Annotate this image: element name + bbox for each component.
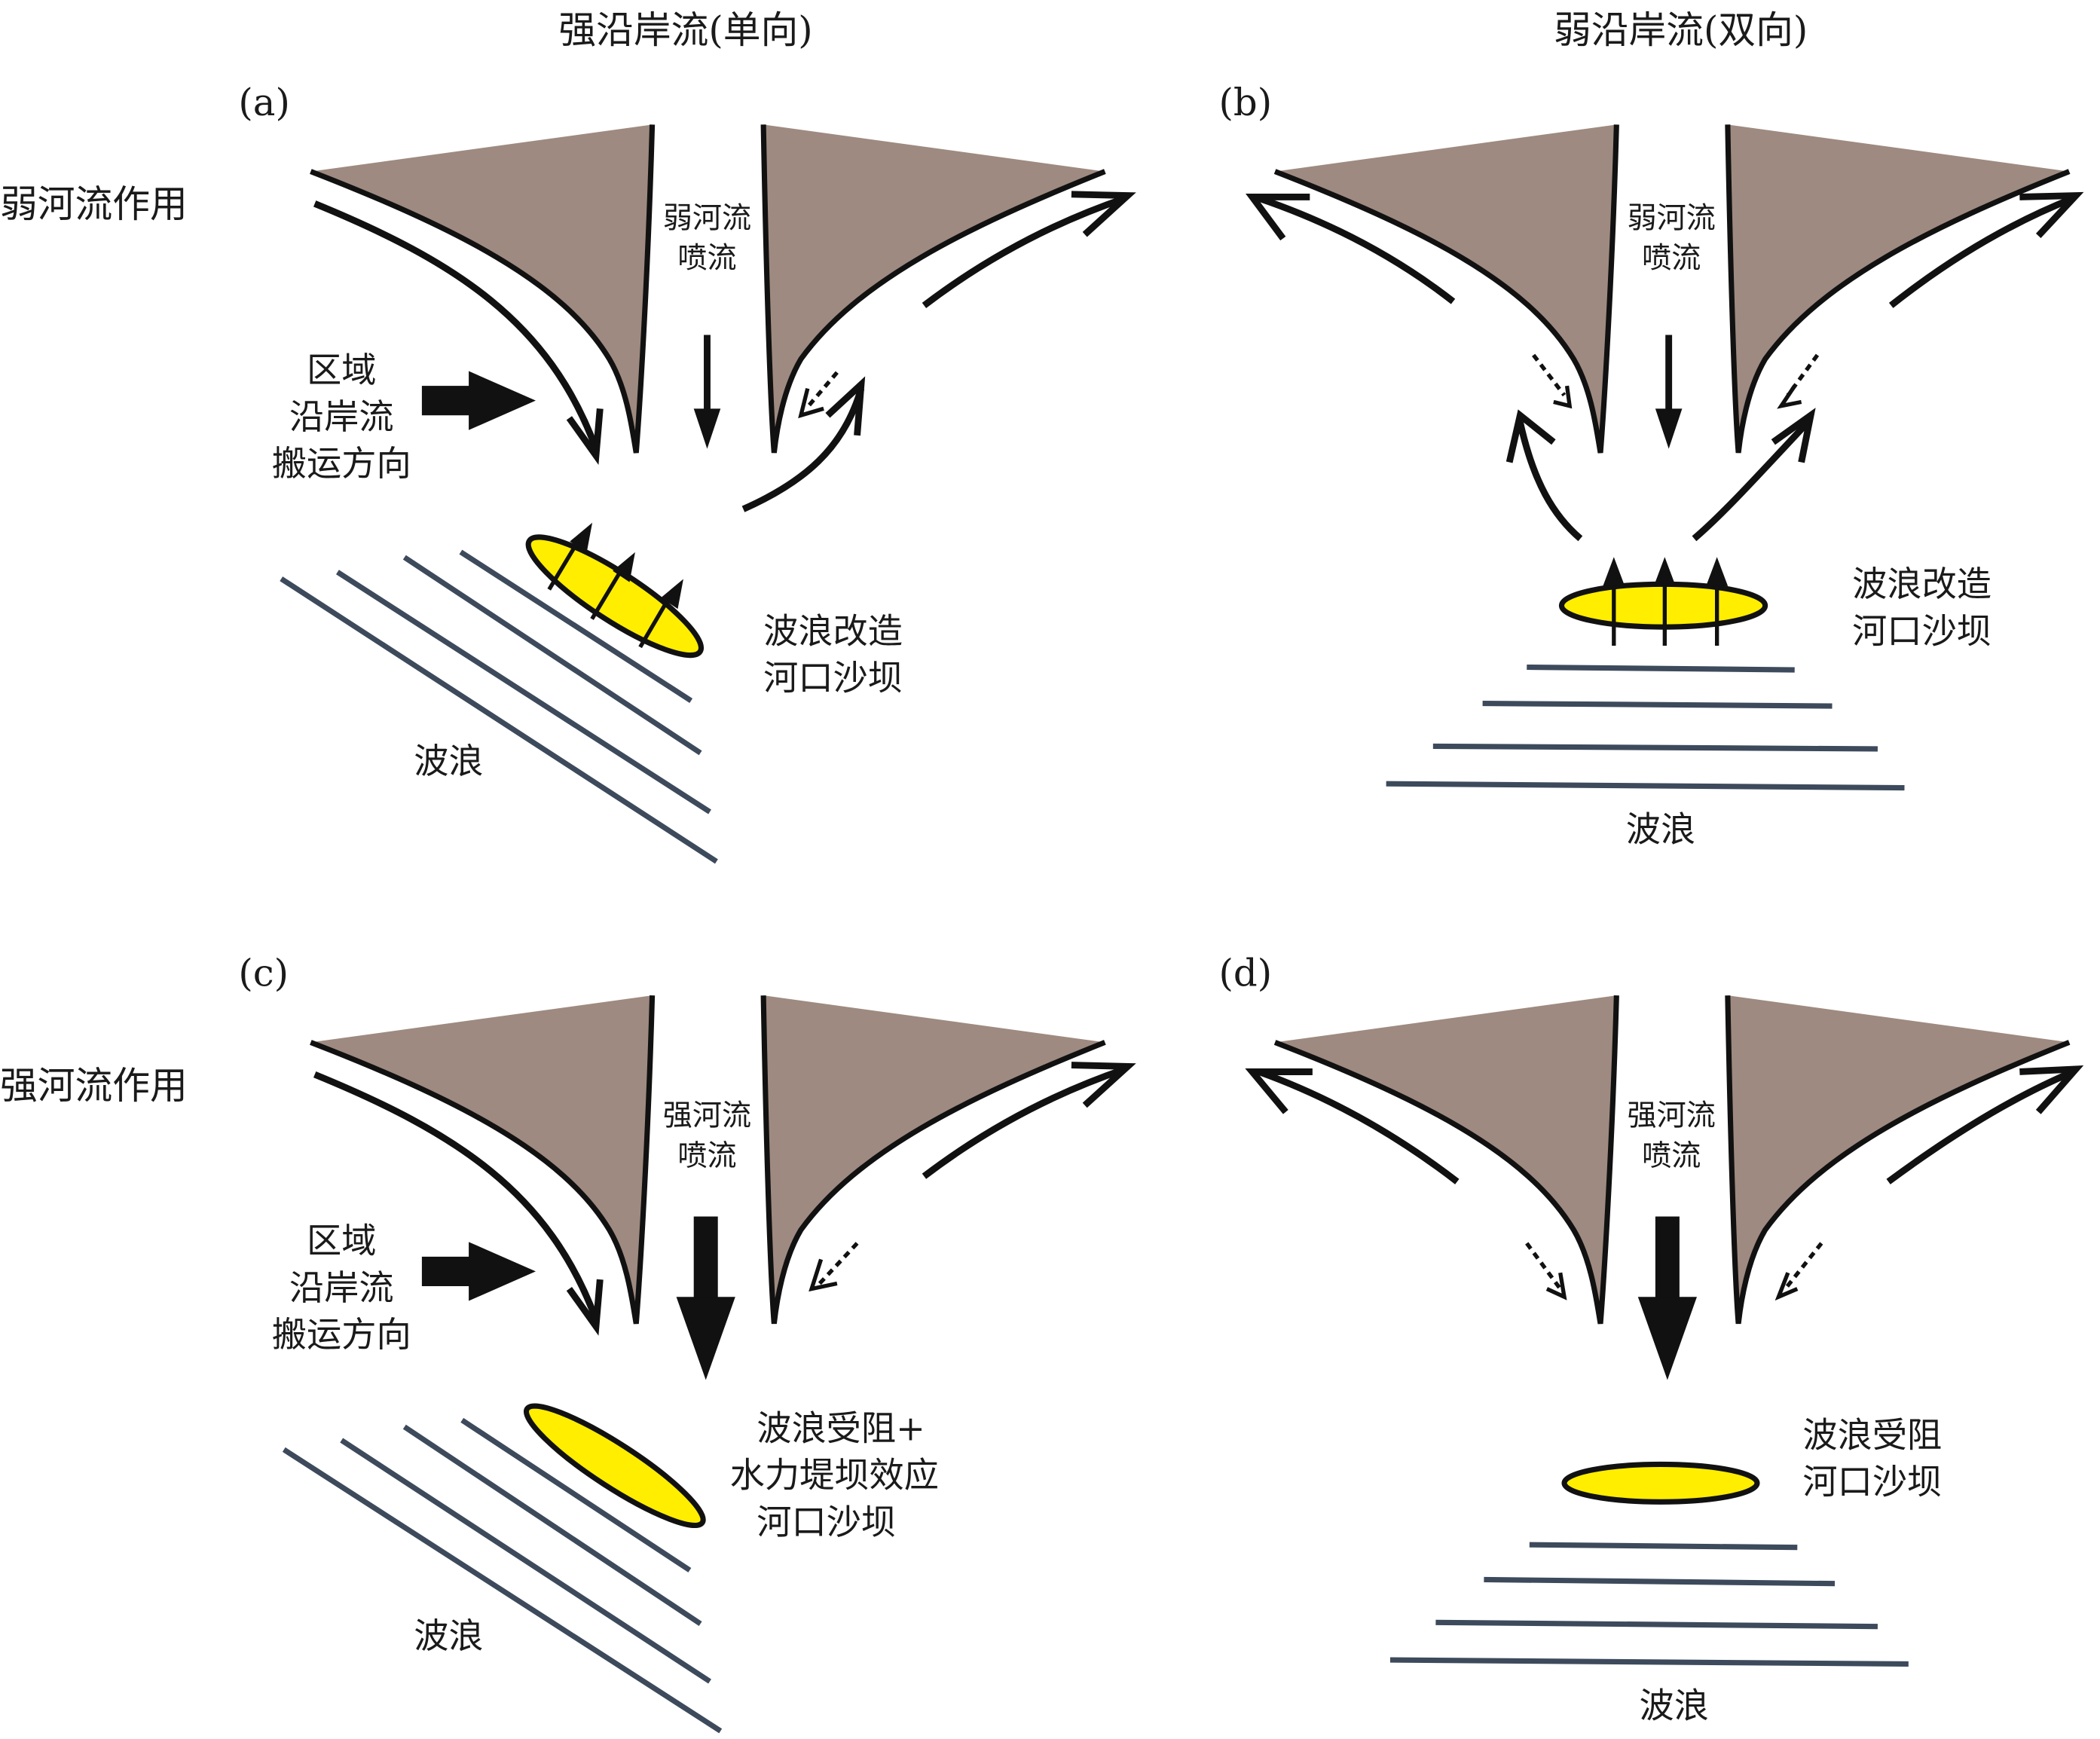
wave-crests <box>1386 664 1905 791</box>
longshore-current-arrow-right <box>922 1062 1136 1179</box>
jet-label-line2: 喷流 <box>677 242 736 276</box>
bar-label-2: 河口沙坝 <box>1802 1462 1942 1502</box>
panel-d: (d) 强河流 喷流 波浪受阻 河口沙坝 <box>1218 952 2084 1726</box>
longshore-current-arrow-right <box>741 191 1136 512</box>
regional-longshore-arrow <box>421 371 536 430</box>
river-jet-arrow <box>1655 335 1683 449</box>
bar-label-2: 河口沙坝 <box>763 658 903 698</box>
regional-label-3: 搬运方向 <box>272 1314 411 1355</box>
panel-a: (a) 弱河流 喷流 区域 沿岸流 搬运方向 <box>238 81 1136 864</box>
jet-label-line2: 喷流 <box>1642 242 1701 276</box>
shoreline-left <box>1273 124 1619 454</box>
jet-label-line1: 弱河流 <box>1628 201 1716 235</box>
regional-label-3: 搬运方向 <box>272 443 411 484</box>
weak-return-flow-dashed-arrow <box>809 1242 859 1292</box>
jet-label-line1: 弱河流 <box>663 201 751 235</box>
regional-label-1: 区域 <box>307 1221 376 1261</box>
panel-c: (c) 强河流 喷流 区域 沿岸流 搬运方向 <box>238 952 1136 1734</box>
land-left <box>1275 124 1617 454</box>
row-header-strong-river: 强河流作用 <box>0 1064 188 1108</box>
panel-label: (a) <box>238 81 290 124</box>
column-header-strong-longshore: 强沿岸流(单向) <box>558 8 812 52</box>
strong-river-jet-arrow <box>676 1216 735 1380</box>
jet-label-line2: 喷流 <box>1642 1139 1701 1173</box>
bar-label-2: 水力堤坝效应 <box>730 1455 939 1496</box>
bar-label-1: 波浪受阻 <box>1802 1414 1942 1455</box>
regional-label-2: 沿岸流 <box>289 396 394 437</box>
jet-label-line1: 强河流 <box>1628 1099 1716 1133</box>
panel-label: (b) <box>1218 81 1272 124</box>
wave-crests <box>280 549 718 864</box>
longshore-current-arrow-left <box>313 200 604 465</box>
shoreline-right <box>760 995 1106 1325</box>
land-right <box>1727 124 2070 454</box>
jet-label-line2: 喷流 <box>677 1139 736 1173</box>
land-left <box>310 124 653 454</box>
outward-longshore-arrows <box>1246 191 2084 542</box>
panel-label: (d) <box>1218 952 1272 995</box>
shoreline-left <box>1273 995 1619 1325</box>
panel-label: (c) <box>238 952 289 995</box>
row-header-weak-river: 弱河流作用 <box>0 182 188 226</box>
regional-label-1: 区域 <box>307 350 376 390</box>
shoreline-right <box>760 124 1106 454</box>
wave-crests <box>282 1417 723 1734</box>
shoreline-right <box>1725 124 2071 454</box>
regional-longshore-arrow <box>421 1242 536 1301</box>
mouth-bar <box>1561 1461 1760 1505</box>
shoreline-left <box>310 995 656 1325</box>
wave-reworking-arrows <box>1603 557 1729 646</box>
weak-return-flow-dashed-arrows <box>1532 353 1820 409</box>
land-left <box>1275 995 1617 1324</box>
regional-label-2: 沿岸流 <box>289 1267 394 1308</box>
shoreline-right <box>1725 995 2071 1325</box>
wave-label: 波浪 <box>1626 809 1695 850</box>
land-left <box>310 995 653 1324</box>
wave-reworking-arrows <box>547 522 683 649</box>
outward-longshore-arrows <box>1245 1065 2084 1184</box>
column-header-weak-longshore: 弱沿岸流(双向) <box>1554 8 1808 52</box>
shoreline-left <box>310 124 656 454</box>
wave-label: 波浪 <box>1640 1686 1709 1726</box>
mouth-bar <box>523 1403 706 1529</box>
bar-label-3: 河口沙坝 <box>757 1502 896 1542</box>
land-right <box>1727 995 2070 1324</box>
river-jet-arrow <box>693 335 721 449</box>
bar-label-1: 波浪改造 <box>763 610 903 651</box>
weak-return-flow-dashed-arrow <box>798 371 839 419</box>
strong-river-jet-arrow <box>1637 1216 1697 1380</box>
bar-label-1: 波浪受阻+ <box>757 1407 925 1448</box>
jet-label-line1: 强河流 <box>663 1099 751 1133</box>
longshore-current-arrow-left <box>313 1071 604 1336</box>
weak-return-flow-dashed-arrows <box>1525 1242 1823 1301</box>
bar-label-2: 河口沙坝 <box>1852 610 1991 651</box>
wave-label: 波浪 <box>414 1615 483 1656</box>
bar-label-1: 波浪改造 <box>1852 564 1991 604</box>
panel-b: (b) 弱河流 喷流 <box>1218 81 2084 850</box>
land-right <box>763 124 1105 454</box>
wave-crests <box>1389 1542 1909 1667</box>
wave-label: 波浪 <box>414 741 483 781</box>
